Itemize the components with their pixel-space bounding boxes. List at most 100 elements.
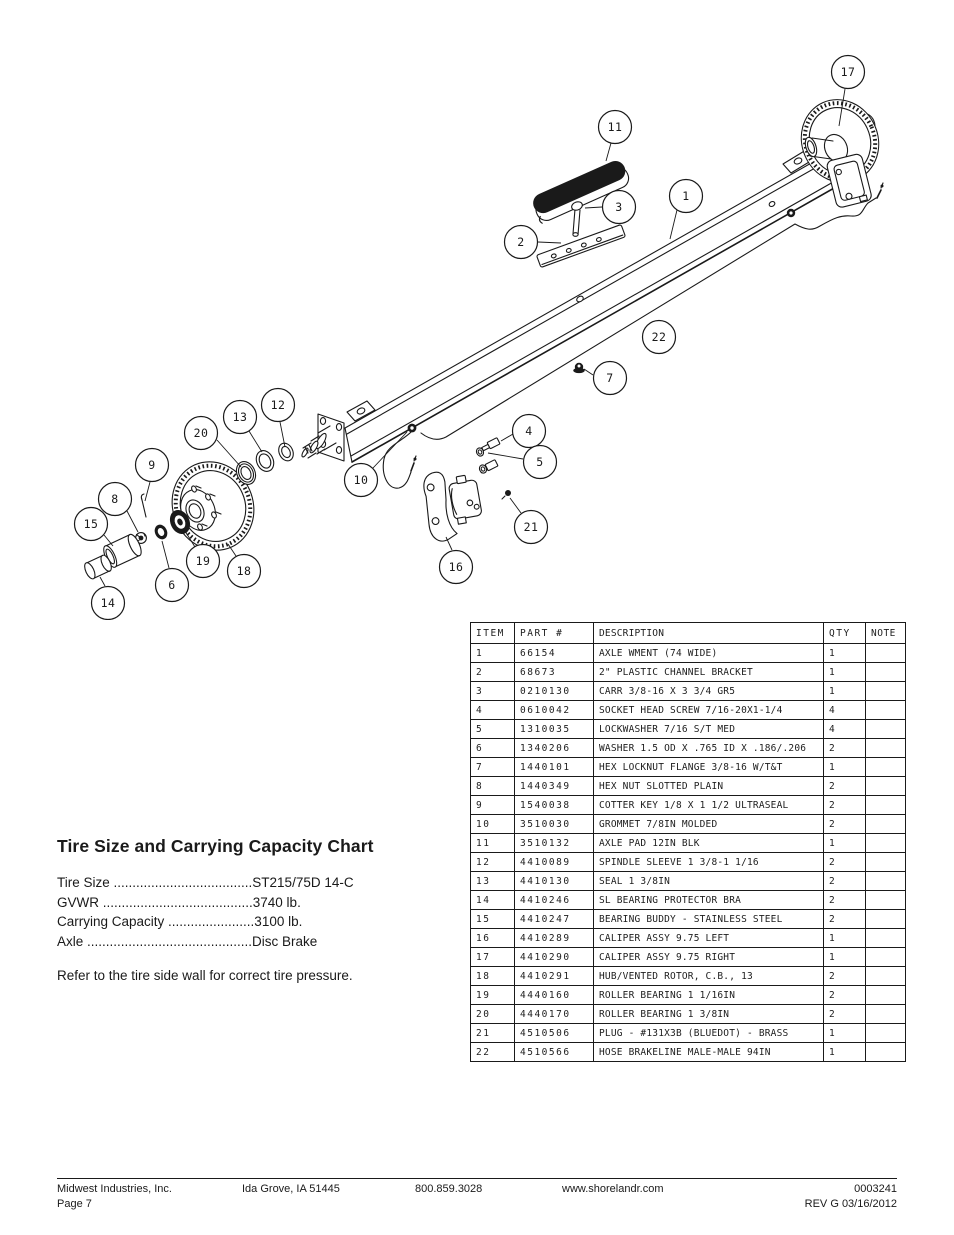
table-cell: 2 xyxy=(823,985,866,1005)
table-cell xyxy=(865,947,906,967)
table-cell: 3510132 xyxy=(514,833,594,853)
table-cell: 4510566 xyxy=(514,1042,594,1062)
callout-4: 4 xyxy=(500,413,547,449)
table-cell: 4 xyxy=(823,719,866,739)
footer-rule xyxy=(57,1178,897,1179)
svg-text:2: 2 xyxy=(517,235,524,249)
table-cell: COTTER KEY 1/8 X 1 1/2 ULTRASEAL xyxy=(593,795,824,815)
svg-text:6: 6 xyxy=(168,578,175,592)
svg-text:22: 22 xyxy=(652,330,667,344)
callout-1: 1 xyxy=(668,178,704,240)
grommet xyxy=(407,208,796,433)
table-header-row: ITEM PART # DESCRIPTION QTY NOTE xyxy=(470,622,906,644)
svg-text:10: 10 xyxy=(354,473,369,487)
svg-text:12: 12 xyxy=(271,398,286,412)
table-cell: 4410289 xyxy=(514,928,594,948)
section-heading: Tire Size and Carrying Capacity Chart xyxy=(57,836,374,856)
table-cell: HEX LOCKNUT FLANGE 3/8-16 W/T&T xyxy=(593,757,824,777)
table-cell: 2 xyxy=(823,776,866,796)
table-cell: HOSE BRAKELINE MALE-MALE 94IN xyxy=(593,1042,824,1062)
col-header-note: NOTE xyxy=(865,622,906,644)
table-cell: PLUG - #131X3B (BLUEDOT) - BRASS xyxy=(593,1023,824,1043)
table-cell: 1 xyxy=(823,1042,866,1062)
spec-axle: Axle ...................................… xyxy=(57,933,318,949)
table-cell: 2 xyxy=(823,814,866,834)
callout-5: 5 xyxy=(487,444,558,480)
footer-address: Ida Grove, IA 51445 xyxy=(242,1183,340,1195)
table-cell: 4510506 xyxy=(514,1023,594,1043)
svg-text:17: 17 xyxy=(841,65,856,79)
caliper-assembled xyxy=(826,153,872,208)
table-cell xyxy=(865,643,906,663)
table-cell: 14 xyxy=(470,890,515,910)
table-cell: CALIPER ASSY 9.75 LEFT xyxy=(593,928,824,948)
table-cell: 1440349 xyxy=(514,776,594,796)
table-cell: 4410246 xyxy=(514,890,594,910)
table-cell: WASHER 1.5 OD X .765 ID X .186/.206 xyxy=(593,738,824,758)
table-cell: 1440101 xyxy=(514,757,594,777)
table-cell: 2 xyxy=(823,852,866,872)
table-cell: 13 xyxy=(470,871,515,891)
table-cell: 4410290 xyxy=(514,947,594,967)
table-cell xyxy=(865,738,906,758)
spec-carrying-capacity: Carrying Capacity ......................… xyxy=(57,914,303,929)
table-cell xyxy=(865,1023,906,1043)
table-cell: AXLE PAD 12IN BLK xyxy=(593,833,824,853)
seal xyxy=(255,450,275,472)
table-cell: 20 xyxy=(470,1004,515,1024)
table-cell xyxy=(865,776,906,796)
table-cell xyxy=(865,662,906,682)
table-cell xyxy=(865,719,906,739)
table-cell: 2 xyxy=(823,909,866,929)
table-cell: 2 xyxy=(823,738,866,758)
table-cell: 15 xyxy=(470,909,515,929)
table-cell: 2" PLASTIC CHANNEL BRACKET xyxy=(593,662,824,682)
protector-cap xyxy=(84,554,112,580)
callout-3: 3 xyxy=(584,189,637,225)
table-cell: 2 xyxy=(823,1004,866,1024)
col-header-description: DESCRIPTION xyxy=(593,622,824,644)
table-cell: SOCKET HEAD SCREW 7/16-20X1-1/4 xyxy=(593,700,824,720)
callout-12: 12 xyxy=(260,387,296,448)
svg-text:1: 1 xyxy=(682,189,689,203)
spec-tire-size: Tire Size ..............................… xyxy=(57,875,354,890)
footer-doc-number: 0003241 xyxy=(854,1183,897,1195)
table-cell: 22 xyxy=(470,1042,515,1062)
bearing-buddy xyxy=(103,533,142,568)
carriage-bolt xyxy=(571,201,583,237)
table-cell: CARR 3/8-16 X 3 3/4 GR5 xyxy=(593,681,824,701)
table-cell: 19 xyxy=(470,985,515,1005)
table-cell xyxy=(865,852,906,872)
svg-text:7: 7 xyxy=(606,371,613,385)
roller-bearing-outer xyxy=(235,461,257,485)
callout-17: 17 xyxy=(830,54,866,127)
table-cell: SPINDLE SLEEVE 1 3/8-1 1/16 xyxy=(593,852,824,872)
table-cell: 2 xyxy=(823,795,866,815)
table-cell: 1 xyxy=(823,643,866,663)
svg-text:9: 9 xyxy=(148,458,155,472)
table-cell: 7 xyxy=(470,757,515,777)
caliper-exploded xyxy=(423,471,482,542)
table-cell xyxy=(865,909,906,929)
table-cell: LOCKWASHER 7/16 S/T MED xyxy=(593,719,824,739)
hub-seal xyxy=(169,509,191,535)
table-cell: 4 xyxy=(470,700,515,720)
table-cell: 4410291 xyxy=(514,966,594,986)
callout-22: 22 xyxy=(641,319,677,355)
svg-text:15: 15 xyxy=(84,517,99,531)
svg-text:4: 4 xyxy=(525,424,532,438)
table-cell: 5 xyxy=(470,719,515,739)
socket-screw xyxy=(481,437,501,452)
table-cell: 21 xyxy=(470,1023,515,1043)
table-cell: 2 xyxy=(823,890,866,910)
